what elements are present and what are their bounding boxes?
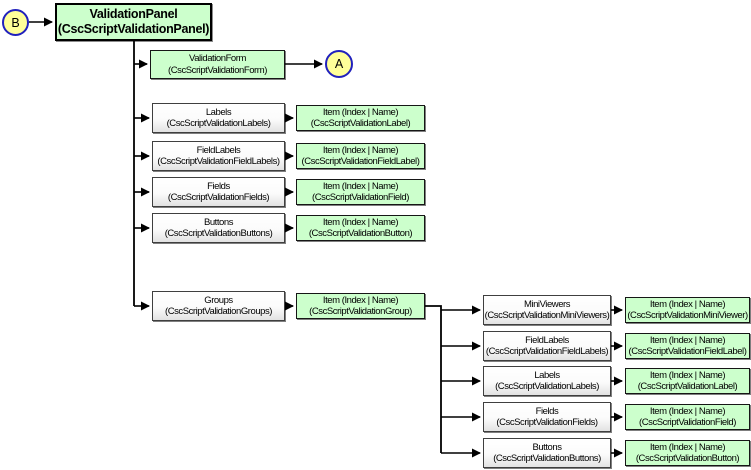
node-title: Item (Index | Name): [649, 334, 726, 346]
node-title: Item (Index | Name): [649, 405, 726, 417]
node-subtitle: (CscScriptValidationFields): [496, 417, 598, 428]
node-title: FieldLabels: [196, 144, 241, 156]
node-fieldlabels-item[interactable]: Item (Index | Name) (CscScriptValidation…: [296, 143, 425, 169]
node-miniviewers[interactable]: MiniViewers (CscScriptValidationMiniView…: [483, 295, 611, 325]
node-buttons[interactable]: Buttons (CscScriptValidationButtons): [152, 213, 285, 243]
node-fields-item[interactable]: Item (Index | Name) (CscScriptValidation…: [296, 179, 425, 205]
node-title: Fields: [207, 180, 230, 192]
node-subtitle: (CscScriptValidationFieldLabels): [157, 156, 280, 167]
node-group-fieldlabels[interactable]: FieldLabels (CscScriptValidationFieldLab…: [483, 331, 611, 361]
node-subtitle: (CscScriptValidationField): [312, 192, 409, 203]
node-title: Buttons: [532, 441, 562, 453]
node-subtitle: (CscScriptValidationFieldLabels): [485, 346, 609, 357]
node-subtitle: (CscScriptValidationPanel): [57, 22, 210, 36]
connector-circle-a[interactable]: A: [325, 50, 353, 78]
node-group-fields-item[interactable]: Item (Index | Name) (CscScriptValidation…: [625, 404, 750, 430]
node-subtitle: (CscScriptValidationGroup): [309, 306, 412, 317]
node-subtitle: (CscScriptValidationLabels): [495, 381, 599, 392]
node-labels[interactable]: Labels (CscScriptValidationLabels): [152, 103, 285, 133]
node-group-buttons-item[interactable]: Item (Index | Name) (CscScriptValidation…: [625, 440, 750, 466]
node-subtitle: (CscScriptValidationButton): [635, 453, 740, 464]
node-group-labels-item[interactable]: Item (Index | Name) (CscScriptValidation…: [625, 368, 750, 394]
node-title: ValidationForm: [189, 53, 246, 64]
node-title: Item (Index | Name): [322, 106, 399, 118]
node-validationpanel[interactable]: ValidationPanel (CscScriptValidationPane…: [55, 3, 212, 41]
node-title: Item (Index | Name): [322, 144, 399, 156]
node-buttons-item[interactable]: Item (Index | Name) (CscScriptValidation…: [296, 215, 425, 241]
node-title: Item (Index | Name): [649, 369, 726, 381]
node-subtitle: (CscScriptValidationForm): [168, 64, 267, 76]
node-subtitle: (CscScriptValidationLabel): [637, 381, 738, 392]
node-subtitle: (CscScriptValidationFieldLabel): [628, 346, 747, 357]
connector-group: [29, 17, 623, 458]
node-title: Labels: [205, 106, 232, 118]
node-subtitle: (CscScriptValidationFields): [167, 192, 270, 203]
node-title: Item (Index | Name): [322, 294, 399, 306]
connector-circle-b[interactable]: B: [2, 9, 29, 36]
node-labels-item[interactable]: Item (Index | Name) (CscScriptValidation…: [296, 105, 425, 131]
node-subtitle: (CscScriptValidationLabel): [310, 118, 411, 129]
node-title: Item (Index | Name): [649, 298, 726, 310]
node-subtitle: (CscScriptValidationMiniViewers): [484, 310, 610, 321]
node-fieldlabels[interactable]: FieldLabels (CscScriptValidationFieldLab…: [152, 141, 285, 171]
node-group-labels[interactable]: Labels (CscScriptValidationLabels): [483, 366, 611, 396]
node-title: Item (Index | Name): [322, 216, 399, 228]
node-title: Groups: [204, 294, 233, 306]
node-fields[interactable]: Fields (CscScriptValidationFields): [152, 177, 285, 207]
node-title: Item (Index | Name): [649, 441, 726, 453]
node-title: ValidationPanel: [89, 6, 178, 21]
node-title: Labels: [534, 369, 560, 381]
node-title: MiniViewers: [523, 298, 571, 310]
node-validationform[interactable]: ValidationForm (CscScriptValidationForm): [150, 50, 285, 79]
node-groups[interactable]: Groups (CscScriptValidationGroups): [152, 291, 285, 321]
node-subtitle: (CscScriptValidationMiniViewer): [627, 310, 748, 321]
node-group-fieldlabels-item[interactable]: Item (Index | Name) (CscScriptValidation…: [625, 333, 750, 359]
node-subtitle: (CscScriptValidationButton): [308, 228, 413, 239]
node-subtitle: (CscScriptValidationButtons): [164, 228, 273, 239]
node-miniviewers-item[interactable]: Item (Index | Name) (CscScriptValidation…: [625, 297, 750, 323]
node-title: Fields: [535, 405, 559, 417]
node-group-buttons[interactable]: Buttons (CscScriptValidationButtons): [483, 438, 611, 468]
node-subtitle: (CscScriptValidationField): [639, 417, 736, 428]
node-subtitle: (CscScriptValidationGroups): [165, 306, 272, 317]
node-group-fields[interactable]: Fields (CscScriptValidationFields): [483, 402, 611, 432]
node-title: Item (Index | Name): [322, 180, 399, 192]
node-groups-item[interactable]: Item (Index | Name) (CscScriptValidation…: [296, 293, 425, 319]
node-subtitle: (CscScriptValidationButtons): [493, 453, 601, 464]
node-title: FieldLabels: [525, 334, 569, 346]
node-title: Buttons: [203, 216, 234, 228]
node-subtitle: (CscScriptValidationLabels): [166, 118, 271, 129]
node-subtitle: (CscScriptValidationFieldLabel): [301, 156, 420, 167]
group-elbow-line: [425, 305, 442, 453]
